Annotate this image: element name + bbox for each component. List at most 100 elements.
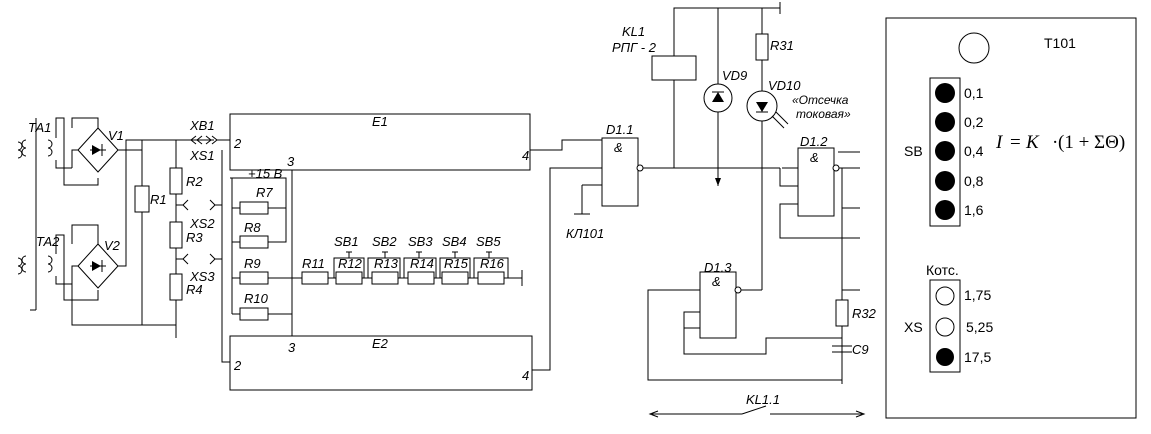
xs-value-1: 1,75 <box>964 287 991 303</box>
label-rpg: РПГ - 2 <box>612 40 657 55</box>
sb-value-1: 0,1 <box>964 85 984 101</box>
sb-button-4[interactable] <box>935 171 955 191</box>
e1-pin-4: 4 <box>522 148 529 163</box>
resistor-r1 <box>134 185 150 213</box>
sb-value-4: 0,8 <box>964 173 984 189</box>
sb-value-3: 0,4 <box>964 143 984 159</box>
connector-xs3 <box>182 253 216 265</box>
block-e2 <box>229 335 533 391</box>
label-r10: R10 <box>244 291 269 306</box>
e2-pin-2: 2 <box>233 358 242 373</box>
gate-d1-1-and: & <box>614 140 623 155</box>
sb-button-2[interactable] <box>935 112 955 132</box>
label-r16: R16 <box>480 256 505 271</box>
label-r4: R4 <box>186 282 203 297</box>
label-cutoff-2: токовая» <box>796 107 851 121</box>
label-kl1: KL1 <box>622 24 645 39</box>
connector-xs2 <box>182 199 216 211</box>
label-r12: R12 <box>338 256 363 271</box>
resistor-r2 <box>169 167 183 195</box>
logic-gate-d1-3 <box>699 271 737 339</box>
relay-kl1 <box>651 55 697 81</box>
label-r13: R13 <box>374 256 399 271</box>
label-xs2: ХS2 <box>189 216 215 231</box>
e2-pin-3: 3 <box>288 340 296 355</box>
xs-label: XS <box>904 319 923 335</box>
label-r9: R9 <box>244 256 261 271</box>
connector-xb1 <box>190 135 230 145</box>
resistor-r12 <box>335 271 363 285</box>
label-kl1-1: KL1.1 <box>746 392 780 407</box>
xs-socket-3[interactable] <box>936 348 954 366</box>
label-kl101: КЛ101 <box>566 226 604 241</box>
formula-eq: = <box>1010 132 1021 153</box>
sb-button-3[interactable] <box>935 141 955 161</box>
label-xs1: ХS1 <box>189 148 215 163</box>
sb-value-5: 1,6 <box>964 202 984 218</box>
current-transformer-ta2 <box>17 234 99 301</box>
xs-socket-2[interactable] <box>935 317 955 337</box>
label-c9: C9 <box>852 342 869 357</box>
resistor-r16 <box>477 271 505 285</box>
label-r8: R8 <box>244 220 261 235</box>
gate-d1-2-and: & <box>810 150 819 165</box>
xs-socket-1[interactable] <box>935 286 955 306</box>
resistor-r14 <box>407 271 435 285</box>
label-r7: R7 <box>256 185 273 200</box>
label-sb2: SB2 <box>372 234 397 249</box>
label-ta1: ТА1 <box>28 120 51 135</box>
sb-label: SB <box>904 143 923 159</box>
label-r3: R3 <box>186 230 203 245</box>
label-xb1: ХВ1 <box>189 118 215 133</box>
sb-switches <box>333 251 509 278</box>
label-xs3: ХS3 <box>189 269 215 284</box>
kotc-label: Котс. <box>926 262 959 278</box>
resistor-r32 <box>835 299 849 327</box>
xs-value-3: 17,5 <box>964 349 991 365</box>
label-r2: R2 <box>186 174 203 189</box>
current-transformer-ta1 <box>17 117 99 310</box>
label-sb5: SB5 <box>476 234 501 249</box>
resistor-r13 <box>371 271 399 285</box>
formula: I = K · (1 + ΣΘ) <box>995 132 1125 153</box>
diode-bridge-v2 <box>71 139 142 326</box>
label-d1-2: D1.2 <box>800 134 828 149</box>
label-r14: R14 <box>410 256 434 271</box>
label-sb3: SB3 <box>408 234 433 249</box>
label-vd9: VD9 <box>722 68 747 83</box>
label-cutoff-1: «Отсечка <box>792 93 849 107</box>
formula-paren: (1 + ΣΘ) <box>1058 132 1125 153</box>
label-v2: V2 <box>104 238 121 253</box>
label-r15: R15 <box>444 256 469 271</box>
panel-title: Т101 <box>1044 35 1076 51</box>
diode-bridge-v1 <box>71 117 142 173</box>
formula-dot: · <box>1052 132 1058 153</box>
resistor-r9 <box>239 271 269 285</box>
sb-value-2: 0,2 <box>964 114 984 130</box>
resistor-r3 <box>169 221 183 249</box>
label-e1: Е1 <box>372 114 388 129</box>
resistor-r10 <box>239 307 269 321</box>
label-vd10: VD10 <box>768 78 801 93</box>
e1-pin-2: 2 <box>233 136 242 151</box>
resistor-r11 <box>301 271 329 285</box>
sb-button-1[interactable] <box>935 83 955 103</box>
label-r31: R31 <box>770 38 794 53</box>
logic-gate-d1-1 <box>601 137 639 207</box>
label-plus15: +15 В <box>248 166 283 181</box>
resistor-r31 <box>755 33 769 61</box>
xs-value-2: 5,25 <box>966 319 993 335</box>
indicator-lamp <box>958 32 990 64</box>
label-d1-3: D1.3 <box>704 260 732 275</box>
resistor-r15 <box>441 271 469 285</box>
label-sb1: SB1 <box>334 234 359 249</box>
label-r32: R32 <box>852 306 877 321</box>
formula-i: I <box>995 132 1004 153</box>
label-v1: V1 <box>108 128 124 143</box>
label-d1-1: D1.1 <box>606 122 633 137</box>
e1-pin-3: 3 <box>287 154 295 169</box>
sb-button-5[interactable] <box>935 200 955 220</box>
e2-pin-4: 4 <box>522 368 529 383</box>
